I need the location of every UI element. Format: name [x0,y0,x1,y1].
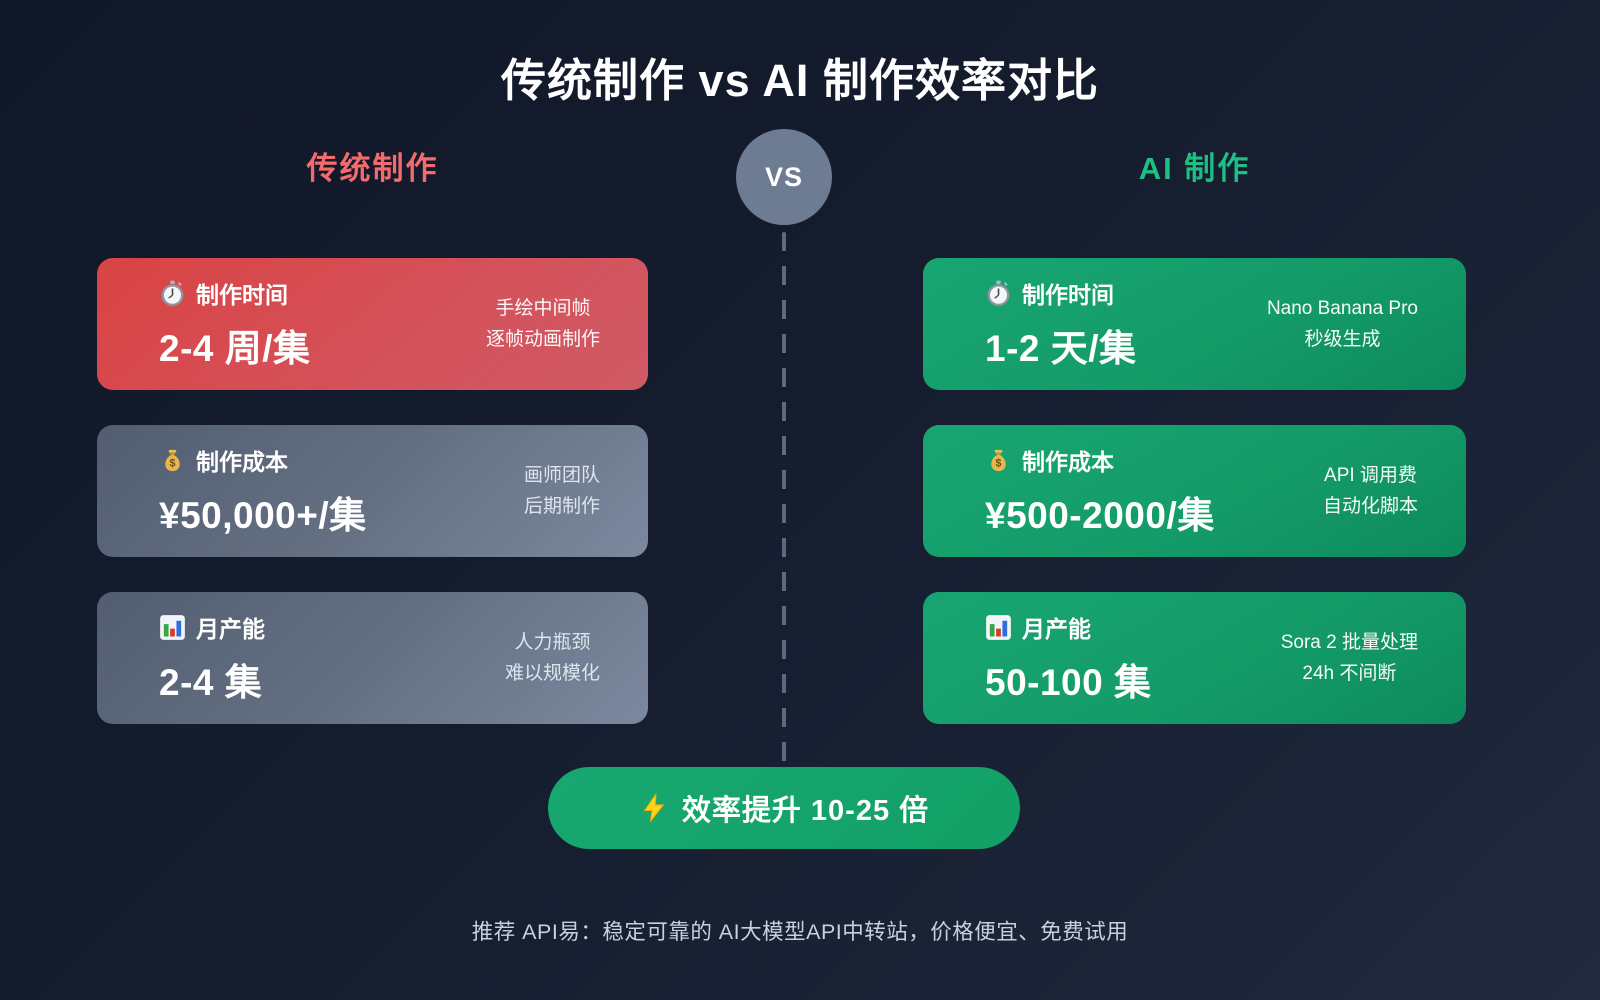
card-main: $ 制作成本 ¥500-2000/集 [985,443,1215,539]
card-value: 2-4 周/集 [159,328,311,369]
card-detail-line: 手绘中间帧 [495,297,591,319]
card-main: $ 制作成本 ¥50,000+/集 [159,443,367,539]
card-main: 制作时间 2-4 周/集 [159,276,311,372]
card-detail-line: Nano Banana Pro [1266,297,1418,319]
card-detail: 人力瓶颈 难以规模化 [505,627,600,690]
card-detail: API 调用费 自动化脚本 [1323,460,1418,523]
vs-badge-label: VS [764,161,804,192]
svg-text:$: $ [170,457,176,469]
card-value: 1-2 天/集 [985,328,1137,369]
card-detail-line: 自动化脚本 [1322,496,1418,517]
card-label: 月产能 [1022,616,1091,642]
card-detail-line: 画师团队 [523,464,600,486]
card-detail-line: 人力瓶颈 [514,631,591,653]
page-title: 传统制作 vs AI 制作效率对比 [501,55,1099,106]
card-detail-line: Sora 2 批量处理 [1280,631,1418,653]
card-value: ¥500-2000/集 [985,495,1215,536]
card-main: 月产能 2-4 集 [159,610,265,706]
money-bag-icon: $ [985,447,1012,474]
card-detail: 画师团队 后期制作 [524,460,600,523]
card-label: 制作成本 [196,449,288,475]
lightning-icon [639,793,669,823]
card-detail-line: 逐帧动画制作 [485,329,600,350]
card-detail: 手绘中间帧 逐帧动画制作 [486,293,600,356]
card-main: 制作时间 1-2 天/集 [985,276,1137,372]
vs-badge: VS [736,129,832,225]
card-ai-time: 制作时间 1-2 天/集 Nano Banana Pro 秒级生成 [923,258,1466,390]
card-detail-line: API 调用费 [1324,464,1417,486]
card-value: ¥50,000+/集 [159,495,367,536]
card-detail-line: 难以规模化 [504,663,600,684]
card-label: 月产能 [196,616,265,642]
card-label: 制作成本 [1022,449,1114,475]
money-bag-icon: $ [159,447,186,474]
efficiency-conclusion-text: 效率提升 10-25 倍 [681,795,930,827]
traditional-column-header: 传统制作 [306,151,439,186]
footer-recommendation: 推荐 API易：稳定可靠的 AI大模型API中转站，价格便宜、免费试用 [471,920,1129,944]
card-ai-capacity: 月产能 50-100 集 Sora 2 批量处理 24h 不间断 [923,592,1466,724]
ai-column-header: AI 制作 [1138,151,1251,186]
card-ai-cost: $ 制作成本 ¥500-2000/集 API 调用费 自动化脚本 [923,425,1466,557]
card-main: 月产能 50-100 集 [985,610,1152,706]
card-traditional-time: 制作时间 2-4 周/集 手绘中间帧 逐帧动画制作 [97,258,648,390]
svg-text:$: $ [996,457,1002,469]
card-label: 制作时间 [1022,282,1114,308]
card-label: 制作时间 [196,282,288,308]
card-detail-line: 后期制作 [523,496,600,517]
stopwatch-icon [985,280,1012,307]
card-detail-line: 24h 不间断 [1302,663,1397,684]
card-traditional-cost: $ 制作成本 ¥50,000+/集 画师团队 后期制作 [97,425,648,557]
card-detail-line: 秒级生成 [1304,329,1381,350]
card-value: 50-100 集 [985,662,1152,703]
vs-divider-dashed-line [782,232,786,770]
card-value: 2-4 集 [159,662,263,703]
stopwatch-icon [159,280,186,307]
bar-chart-icon [985,614,1012,641]
bar-chart-icon [159,614,186,641]
card-traditional-capacity: 月产能 2-4 集 人力瓶颈 难以规模化 [97,592,648,724]
efficiency-conclusion-badge: 效率提升 10-25 倍 [548,767,1020,849]
card-detail: Nano Banana Pro 秒级生成 [1267,293,1418,356]
card-detail: Sora 2 批量处理 24h 不间断 [1281,627,1418,690]
